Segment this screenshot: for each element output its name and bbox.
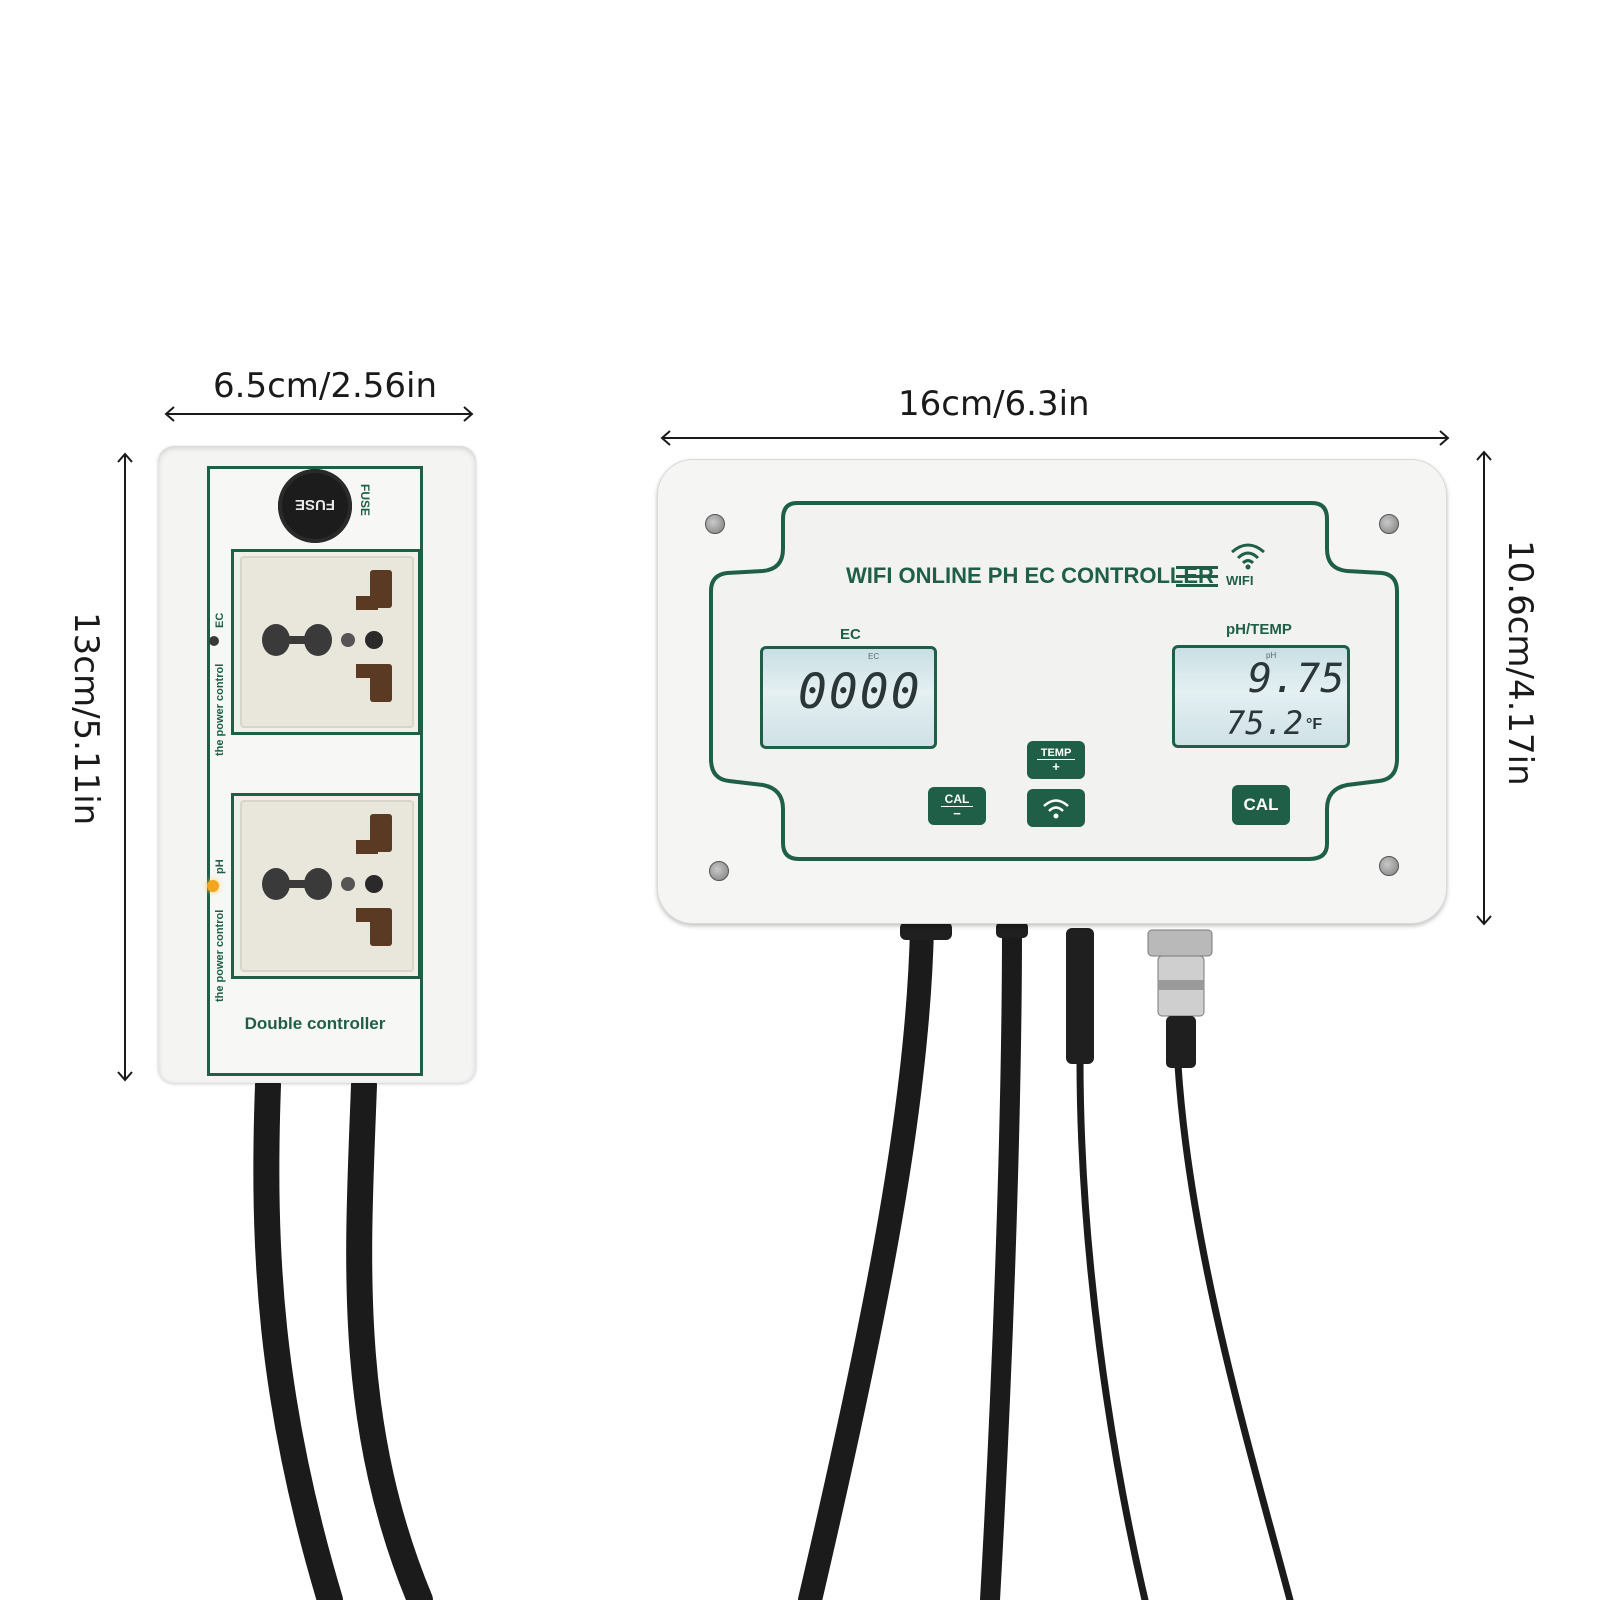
screw-top-right [1379,514,1399,534]
socket-ph-holes [262,814,392,946]
ph-heading: pH/TEMP [1226,621,1292,638]
controller-cable-2 [980,918,1022,1600]
ec-reading: 0000 [798,664,922,720]
controller-cable-1 [798,916,934,1600]
strip-footer-label: Double controller [244,1014,386,1033]
socket-ph-indicator [207,880,219,892]
cal-minus-button-bottom: − [953,805,961,821]
controller-width-label: 16cm/6.3in [898,384,1090,424]
socket-ph-channel: pH [214,859,226,874]
cal-button-label: CAL [1243,795,1279,814]
controller-cable-3 [1076,1056,1149,1600]
controller-cable-4 [1174,1061,1294,1600]
ec-heading: EC [840,626,861,643]
ph-display-small-label: pH [1266,651,1277,660]
wifi-logo-icon [1231,543,1265,570]
socket-ec-indicator [209,636,219,646]
socket-ec-side-label: the power control [214,663,226,756]
ph-reading: 9.75 [1248,656,1345,702]
strip-cable-left [253,1072,343,1600]
strip-cable-right [346,1072,433,1600]
strip-width-arrow [164,406,474,422]
cal-button[interactable]: CAL [1232,785,1290,825]
cal-minus-button-top: CAL [940,792,974,807]
screw-bottom-left [709,861,729,881]
wifi-button[interactable] [1027,789,1085,827]
strip-height-arrow [117,452,133,1082]
screw-bottom-right [1379,856,1399,876]
screw-top-left [705,514,725,534]
fuse-side-label: FUSE [358,484,372,517]
temp-plus-button-bottom: + [1052,758,1060,774]
socket-ec-channel: EC [214,612,226,628]
fuse-cap-text: FUSE [295,496,336,513]
controller-title: WIFI ONLINE PH EC CONTROLLER [846,563,1214,588]
cal-minus-button[interactable]: CAL − [928,787,986,825]
jack-connector [1066,928,1094,1064]
fuse-cap[interactable] [278,469,352,543]
controller-height-arrow [1476,450,1492,926]
temp-plus-button[interactable]: TEMP + [1027,741,1085,779]
temp-reading: 75.2 [1226,704,1304,742]
ec-display-small-label: EC [868,652,880,661]
temp-unit: °F [1306,716,1323,733]
wifi-logo-label: WIFI [1226,573,1254,588]
socket-ph-side-label: the power control [214,909,226,1002]
title-stripes-icon [1176,566,1218,587]
controller-face-frame [709,501,1399,861]
controller-width-arrow [660,430,1450,446]
ph-temp-display [1172,645,1350,748]
strip-width-label: 6.5cm/2.56in [213,366,438,406]
bnc-collar [1147,929,1213,957]
wifi-button-icon [1043,799,1069,819]
socket-ec-holes [262,570,392,702]
ec-display [760,646,937,749]
temp-plus-button-top: TEMP [1036,747,1076,760]
